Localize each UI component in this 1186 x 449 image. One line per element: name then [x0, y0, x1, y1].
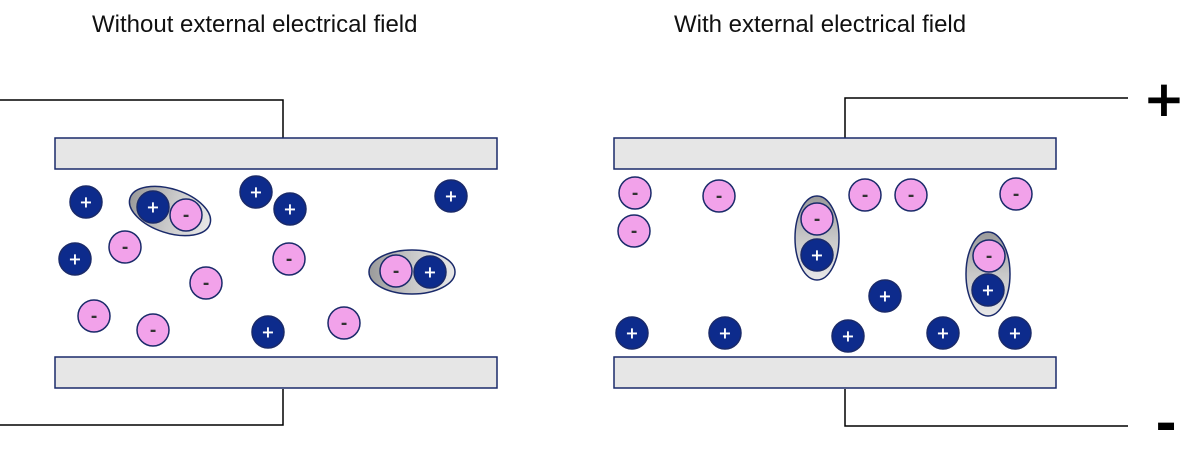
svg-text:+: + — [1008, 324, 1021, 343]
svg-text:+: + — [625, 324, 638, 343]
left-ions: + + - + + + - + - - - + - - + - — [58, 175, 468, 349]
svg-text:-: - — [814, 210, 821, 229]
left-bottom-wire — [0, 389, 284, 426]
negative-ion: - — [972, 239, 1006, 273]
positive-ion: + — [926, 316, 960, 350]
svg-text:+: + — [878, 287, 891, 306]
svg-text:+: + — [68, 250, 81, 269]
left-wires — [0, 99, 284, 426]
negative-ion: - — [800, 202, 834, 236]
positive-ion: + — [136, 190, 170, 224]
positive-ion: + — [800, 238, 834, 272]
positive-ion: + — [708, 316, 742, 350]
svg-text:-: - — [203, 274, 210, 293]
right-top-plate — [613, 137, 1057, 170]
svg-text:-: - — [122, 238, 129, 257]
right-top-wire — [844, 97, 1128, 138]
svg-text:-: - — [632, 184, 639, 203]
svg-text:+: + — [718, 324, 731, 343]
svg-text:+: + — [283, 200, 296, 219]
right-wires — [844, 97, 1128, 427]
left-panel-title: Without external electrical field — [92, 11, 418, 38]
negative-ion: - — [77, 299, 111, 333]
svg-text:+: + — [146, 198, 159, 217]
svg-text:+: + — [810, 246, 823, 265]
svg-text:+: + — [261, 323, 274, 342]
left-top-wire — [0, 99, 284, 138]
svg-text:-: - — [393, 262, 400, 281]
positive-ion: + — [615, 316, 649, 350]
positive-ion: + — [413, 255, 447, 289]
svg-text:-: - — [716, 187, 723, 206]
negative-ion: - — [189, 266, 223, 300]
negative-ion: - — [702, 179, 736, 213]
negative-ion: - — [169, 198, 203, 232]
right-bottom-wire — [844, 389, 1128, 427]
svg-text:+: + — [936, 324, 949, 343]
negative-ion: - — [327, 306, 361, 340]
right-panel-title: With external electrical field — [674, 11, 967, 38]
positive-ion: + — [239, 175, 273, 209]
left-top-plate — [54, 137, 498, 170]
negative-ion: - — [108, 230, 142, 264]
svg-text:-: - — [150, 321, 157, 340]
svg-text:+: + — [79, 193, 92, 212]
left-bottom-plate — [54, 356, 498, 389]
svg-text:-: - — [286, 250, 293, 269]
negative-ion: - — [894, 178, 928, 212]
svg-text:-: - — [908, 186, 915, 205]
svg-text:-: - — [631, 222, 638, 241]
right-ions: - - - - + - - - - + + + + + + + — [615, 176, 1033, 353]
svg-text:+: + — [981, 281, 994, 300]
negative-ion: - — [617, 214, 651, 248]
positive-ion: + — [831, 319, 865, 353]
svg-text:+: + — [423, 263, 436, 282]
negative-ion: - — [848, 178, 882, 212]
svg-text:-: - — [341, 314, 348, 333]
negative-ion: - — [136, 313, 170, 347]
svg-text:-: - — [91, 307, 98, 326]
positive-ion: + — [69, 185, 103, 219]
positive-ion: + — [273, 192, 307, 226]
svg-text:-: - — [986, 247, 993, 266]
svg-text:+: + — [841, 327, 854, 346]
positive-ion: + — [971, 273, 1005, 307]
right-bottom-plate — [613, 356, 1057, 389]
negative-ion: - — [379, 254, 413, 288]
positive-ion: + — [58, 242, 92, 276]
negative-terminal-sign: - — [1155, 394, 1177, 449]
negative-ion: - — [618, 176, 652, 210]
positive-ion: + — [868, 279, 902, 313]
positive-ion: + — [251, 315, 285, 349]
negative-ion: - — [272, 242, 306, 276]
positive-terminal-sign: + — [1143, 70, 1185, 128]
svg-text:+: + — [249, 183, 262, 202]
svg-text:-: - — [183, 206, 190, 225]
svg-text:+: + — [444, 187, 457, 206]
positive-ion: + — [998, 316, 1032, 350]
negative-ion: - — [999, 177, 1033, 211]
positive-ion: + — [434, 179, 468, 213]
svg-text:-: - — [862, 186, 869, 205]
svg-text:-: - — [1013, 185, 1020, 204]
